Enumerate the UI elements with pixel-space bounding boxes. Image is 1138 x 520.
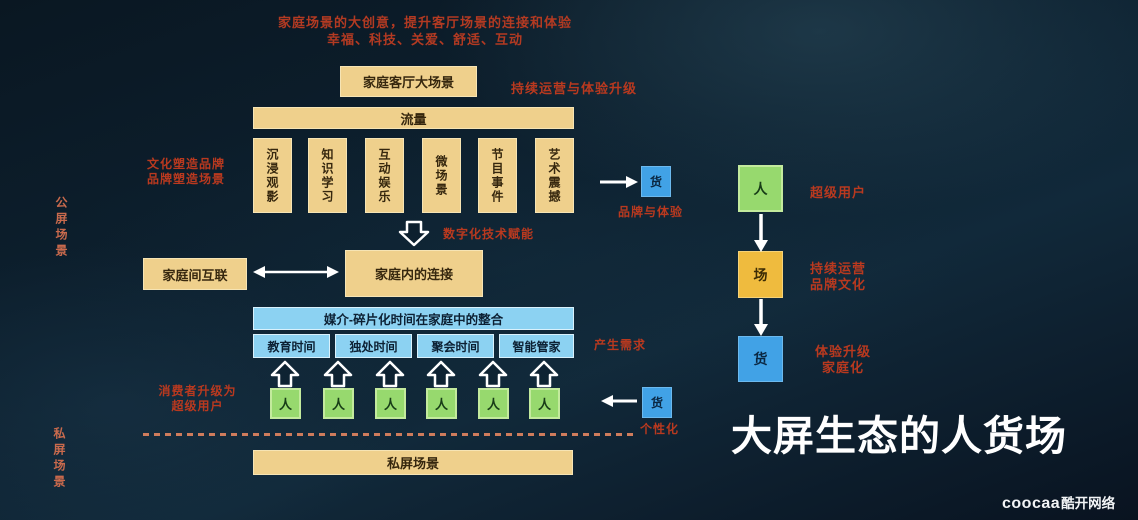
- arrow-up-2: [323, 360, 353, 388]
- arrow-person-to-place: [754, 214, 768, 252]
- coocaa-logo: coocaa 酷开网络: [1002, 492, 1115, 513]
- top-heading: 家庭场景的大创意，提升客厅场景的连接和体验 幸福、科技、关爱、舒适、互动: [240, 14, 610, 48]
- digital-tech-note: 数字化技术赋能: [443, 227, 535, 241]
- category-box-interactive-entertainment: 互动娱乐: [365, 138, 404, 213]
- screen-divider-dashed-line: [143, 433, 637, 436]
- super-user-label: 超级用户: [810, 185, 867, 200]
- arrow-place-to-goods: [754, 299, 768, 336]
- arrow-categories-to-goods: [600, 176, 638, 188]
- intra-family-box: 家庭内的连接: [345, 250, 483, 297]
- demand-note: 产生需求: [594, 338, 647, 352]
- person-box-1: 人: [270, 388, 301, 419]
- category-box-knowledge-learning: 知识学习: [308, 138, 347, 213]
- media-integration-header: 媒介-碎片化时间在家庭中的整合: [253, 307, 574, 330]
- right-flow-place-box: 场: [738, 251, 783, 298]
- public-screen-side-label: 公屏场景: [54, 196, 68, 260]
- person-box-5: 人: [478, 388, 509, 419]
- arrow-up-5: [478, 360, 508, 388]
- consumer-upgrade-note-line1: 消费者升级为: [158, 384, 237, 398]
- consumer-upgrade-note-line2: 超级用户: [171, 399, 224, 413]
- arrow-goods-to-persons: [601, 395, 637, 407]
- coocaa-logo-cn: 酷开网络: [1061, 496, 1116, 511]
- slot-box-alone-time: 独处时间: [335, 334, 412, 358]
- slot-box-smart-butler: 智能管家: [499, 334, 574, 358]
- category-box-immersive-viewing: 沉浸观影: [253, 138, 292, 213]
- culture-brand-note-line1: 文化塑造品牌: [147, 157, 226, 171]
- culture-brand-note-line2: 品牌塑造场景: [147, 172, 226, 186]
- category-box-artistic-shock: 艺术震撼: [535, 138, 574, 213]
- person-box-4: 人: [426, 388, 457, 419]
- ops-upgrade-note: 持续运营与体验升级: [511, 81, 638, 96]
- personalization-label: 个性化: [640, 422, 680, 436]
- goods-label: 体验升级 家庭化: [813, 344, 873, 376]
- person-box-6: 人: [529, 388, 560, 419]
- category-box-micro-scene: 微场景: [422, 138, 461, 213]
- culture-brand-note: 文化塑造品牌 品牌塑造场景: [147, 157, 225, 187]
- consumer-upgrade-note: 消费者升级为 超级用户: [150, 384, 245, 414]
- goods-box-brand: 货: [641, 166, 671, 197]
- arrow-inter-intra-family: [253, 266, 339, 278]
- right-flow-person-box: 人: [738, 165, 783, 212]
- inter-family-box: 家庭间互联: [143, 258, 247, 290]
- slot-box-education-time: 教育时间: [253, 334, 330, 358]
- arrow-up-4: [426, 360, 456, 388]
- place-label: 持续运营 品牌文化: [810, 261, 866, 293]
- place-label-line2: 品牌文化: [810, 277, 867, 292]
- arrow-up-6: [529, 360, 559, 388]
- living-room-scene-box: 家庭客厅大场景: [340, 66, 477, 97]
- arrow-up-3: [375, 360, 405, 388]
- goods-label-line2: 家庭化: [821, 360, 864, 375]
- top-heading-line2: 幸福、科技、关爱、舒适、互动: [326, 32, 523, 47]
- private-screen-side-label: 私屏场景: [52, 427, 66, 491]
- person-box-3: 人: [375, 388, 406, 419]
- arrow-up-1: [270, 360, 300, 388]
- private-screen-box: 私屏场景: [253, 450, 573, 475]
- place-label-line1: 持续运营: [810, 261, 867, 276]
- coocaa-logo-en: coocaa: [1002, 495, 1061, 512]
- right-flow-goods-box: 货: [738, 336, 783, 382]
- person-box-2: 人: [323, 388, 354, 419]
- slot-box-gathering-time: 聚会时间: [417, 334, 494, 358]
- traffic-box: 流量: [253, 107, 574, 129]
- category-box-program-events: 节目事件: [478, 138, 517, 213]
- brand-experience-label: 品牌与体验: [618, 205, 684, 219]
- goods-box-personalization: 货: [642, 387, 672, 418]
- arrow-down-digital-icon: [398, 220, 430, 247]
- arrows-up-persons: [270, 360, 559, 388]
- goods-label-line1: 体验升级: [814, 344, 871, 359]
- slide-title: 大屏生态的人货场: [731, 412, 1067, 460]
- top-heading-line1: 家庭场景的大创意，提升客厅场景的连接和体验: [277, 15, 572, 30]
